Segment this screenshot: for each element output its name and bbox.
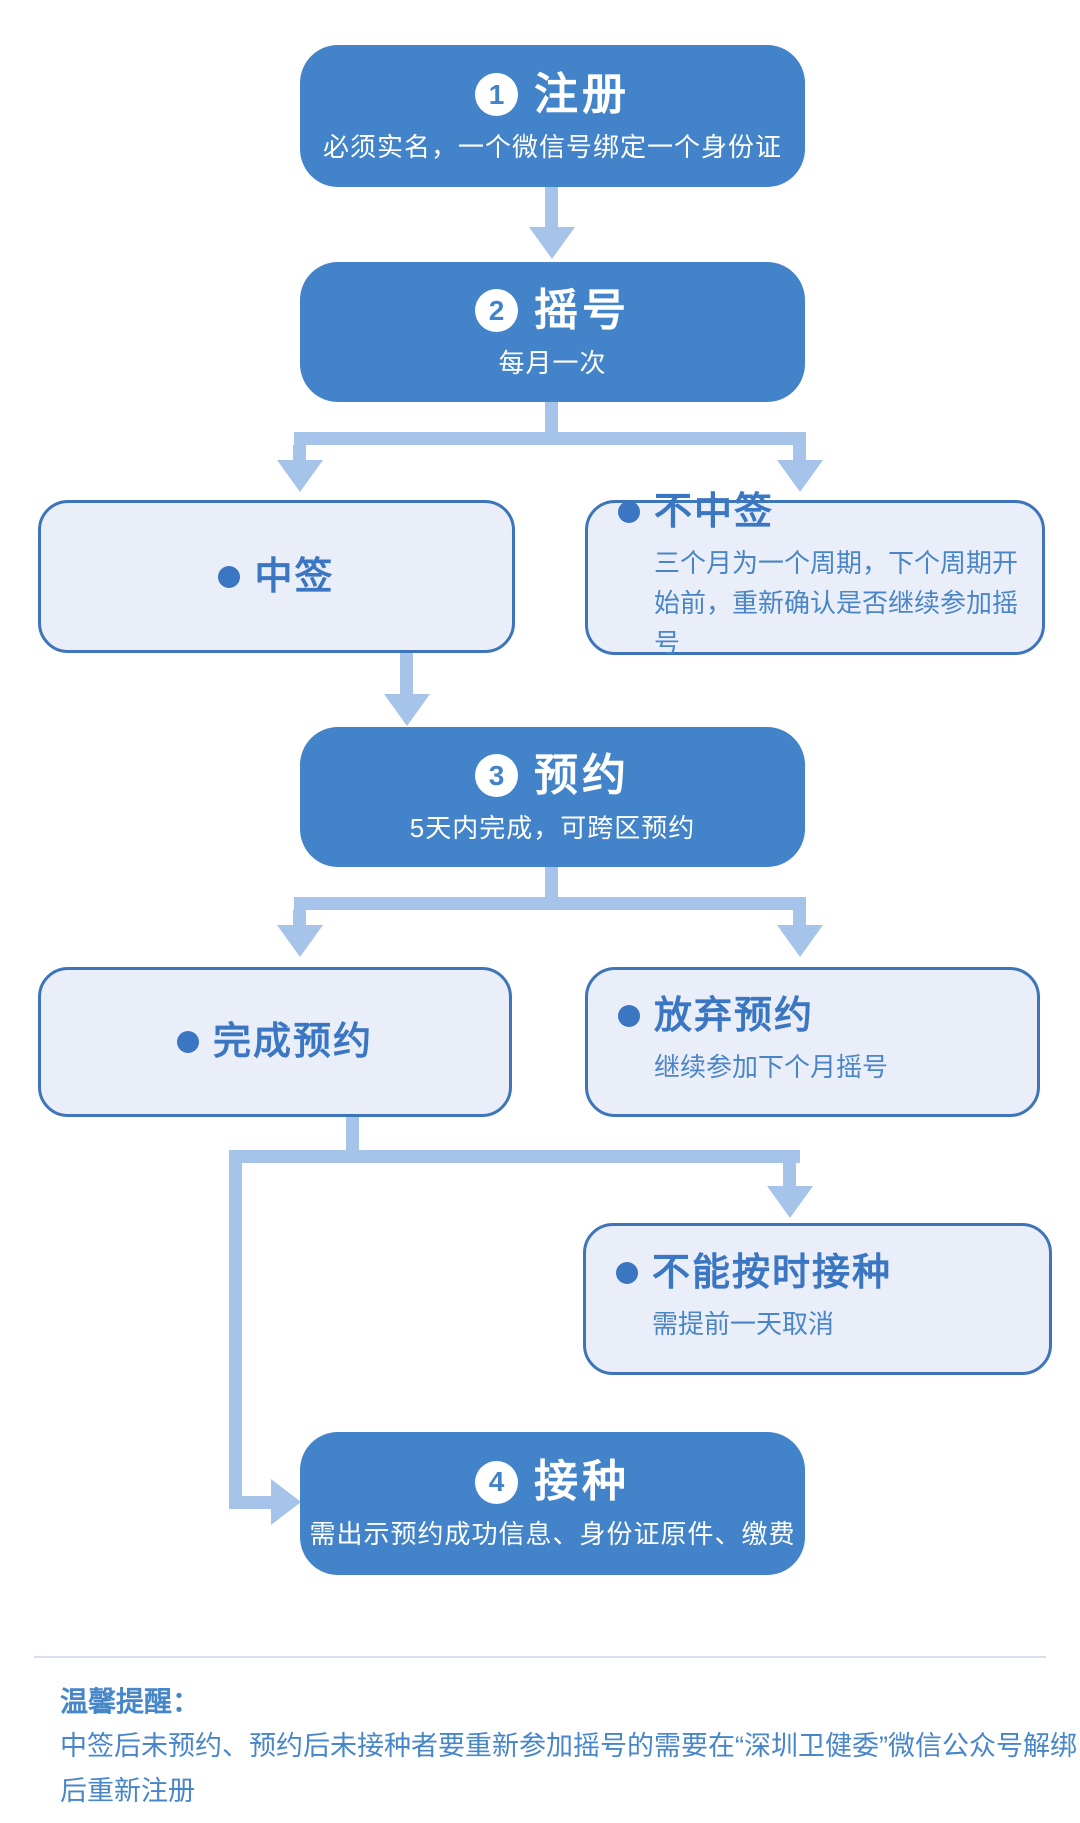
outcome-title-row: 放弃预约 — [618, 997, 814, 1035]
connector-line — [294, 432, 806, 445]
note-heading: 温馨提醒： — [60, 1686, 201, 1717]
step-title-row: 3 预约 — [475, 750, 630, 800]
outcome-subtitle: 三个月为一个周期，下个周期开始前，重新确认是否继续参加摇号 — [654, 547, 1019, 658]
connector-line — [545, 867, 558, 898]
outcome-subtitle: 需提前一天取消 — [652, 1309, 835, 1339]
outcome-title: 不中签 — [654, 490, 775, 533]
arrow-down-icon — [777, 925, 823, 957]
connector-line — [793, 445, 806, 461]
connector-line — [229, 1150, 800, 1163]
step-title-row: 1 注册 — [475, 69, 630, 119]
connector-line — [400, 653, 413, 694]
outcome-box-lose: 不中签 三个月为一个周期，下个周期开始前，重新确认是否继续参加摇号 — [585, 493, 1045, 658]
outcome-box-win: 中签 — [38, 500, 515, 653]
outcome-box-cannot-attend: 不能按时接种 需提前一天取消 — [583, 1223, 1052, 1375]
step-title: 接种 — [534, 1457, 630, 1506]
step-subtitle: 5天内完成，可跨区预约 — [409, 812, 696, 843]
arrow-down-icon — [777, 460, 823, 492]
bullet-dot-icon — [618, 500, 640, 523]
arrow-down-icon — [384, 694, 430, 726]
outcome-title-row: 不能按时接种 — [616, 1254, 892, 1292]
step-box-lottery: 2 摇号 每月一次 — [300, 262, 805, 402]
connector-line — [793, 910, 806, 926]
bullet-dot-icon — [616, 1262, 638, 1284]
arrow-right-icon — [271, 1479, 301, 1525]
arrow-down-icon — [529, 227, 575, 259]
step-number-badge: 1 — [475, 73, 518, 116]
bullet-dot-icon — [176, 1031, 199, 1053]
outcome-title-row: 完成预约 — [176, 1021, 373, 1063]
connector-line — [294, 897, 806, 910]
connector-line — [346, 1117, 359, 1151]
outcome-title: 放弃预约 — [654, 995, 815, 1037]
outcome-title-row: 中签 — [218, 558, 334, 596]
connector-line — [545, 402, 558, 433]
outcome-title: 中签 — [254, 555, 335, 598]
step-number-badge: 4 — [475, 1460, 518, 1504]
connector-line — [229, 1496, 271, 1509]
step-subtitle: 必须实名，一个微信号绑定一个身份证 — [322, 131, 782, 162]
arrow-down-icon — [767, 1186, 813, 1218]
outcome-title-row: 不中签 — [618, 493, 774, 531]
note-body: 中签后未预约、预约后未接种者要重新参加摇号的需要在“深圳卫健委”微信公众号解绑后… — [60, 1731, 1077, 1806]
outcome-title: 完成预约 — [212, 1021, 373, 1063]
connector-line — [229, 1150, 242, 1509]
outcome-title: 不能按时接种 — [652, 1252, 893, 1294]
step-number-badge: 2 — [475, 289, 518, 332]
step-title: 摇号 — [534, 285, 630, 335]
bullet-dot-icon — [218, 565, 241, 588]
step-box-appointment: 3 预约 5天内完成，可跨区预约 — [300, 727, 805, 867]
step-box-vaccinate: 4 接种 需出示预约成功信息、身份证原件、缴费 — [300, 1432, 805, 1575]
step-subtitle: 每月一次 — [498, 347, 607, 378]
step-title: 预约 — [534, 750, 630, 800]
step-box-register: 1 注册 必须实名，一个微信号绑定一个身份证 — [300, 45, 805, 187]
connector-line — [293, 910, 306, 926]
connector-line — [783, 1163, 796, 1186]
outcome-box-abandon: 放弃预约 继续参加下个月摇号 — [585, 967, 1040, 1117]
step-subtitle: 需出示预约成功信息、身份证原件、缴费 — [309, 1519, 796, 1549]
outcome-box-booked: 完成预约 — [38, 967, 512, 1117]
bullet-dot-icon — [618, 1005, 640, 1027]
divider — [34, 1656, 1046, 1658]
connector-line — [293, 445, 306, 461]
arrow-down-icon — [277, 460, 323, 492]
arrow-down-icon — [277, 925, 323, 957]
step-number-badge: 3 — [475, 754, 518, 797]
step-title-row: 2 摇号 — [475, 285, 630, 335]
connector-line — [545, 187, 558, 227]
outcome-subtitle: 继续参加下个月摇号 — [654, 1052, 889, 1082]
step-title: 注册 — [534, 69, 630, 119]
step-title-row: 4 接种 — [475, 1460, 630, 1504]
